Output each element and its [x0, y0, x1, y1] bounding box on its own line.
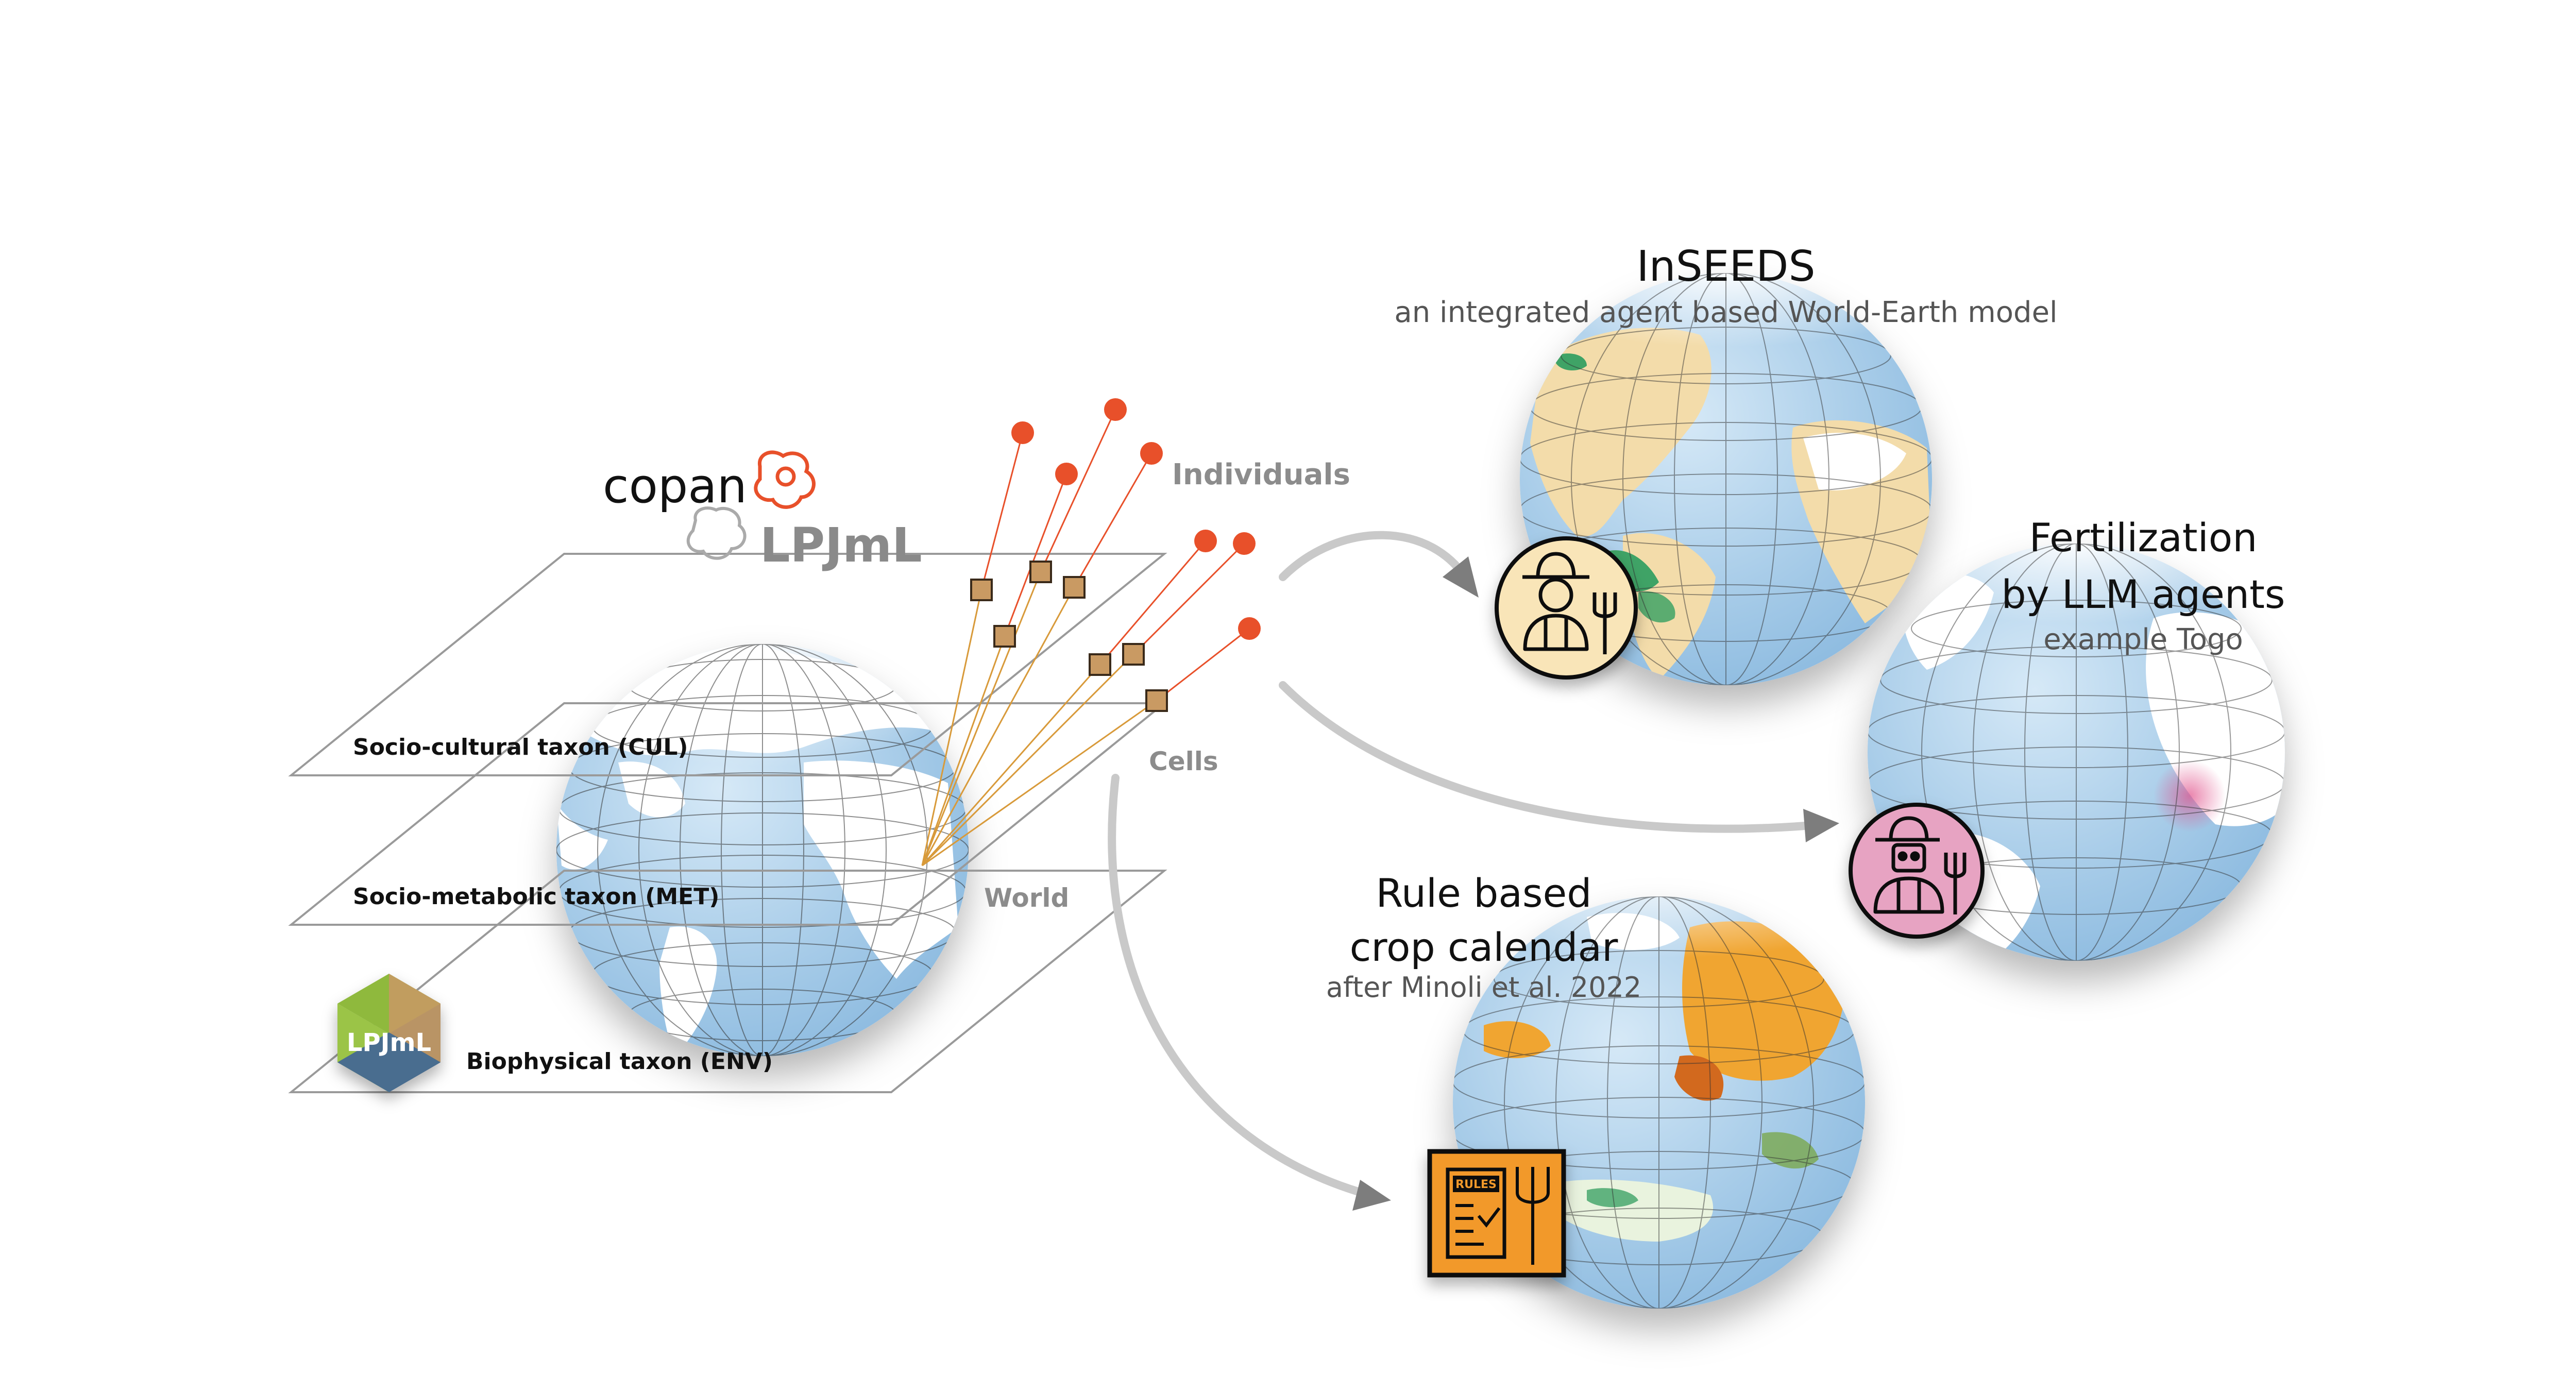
cell-square — [1029, 561, 1052, 583]
fertilization-title-line1: Fertilization — [2029, 515, 2258, 561]
individual-dot — [1233, 532, 1256, 555]
lpjml-cube-logo: LPJmL — [337, 974, 440, 1092]
plane-env — [288, 870, 1167, 1093]
inseeds-title: InSEEDS — [1636, 242, 1815, 291]
label-world: World — [984, 883, 1069, 913]
lpjml-text-logo: LPJmL — [686, 506, 922, 573]
fertilization-subtitle: example Togo — [2043, 623, 2243, 656]
label-cells: Cells — [1149, 747, 1218, 776]
cell-square — [1145, 689, 1168, 712]
arrow-to-inseeds — [1279, 531, 1472, 586]
togo-highlight — [2154, 760, 2226, 832]
connection-lines — [921, 409, 1250, 867]
arrow-heads — [1352, 556, 1839, 1211]
copan-logo: copan — [603, 450, 816, 514]
rules-fork-icon: RULES — [1427, 1149, 1566, 1278]
individual-dot — [1194, 530, 1217, 552]
individual-dot — [1238, 617, 1261, 640]
layer-label-env: Biophysical taxon (ENV) — [466, 1048, 773, 1075]
arrowhead-inseeds — [1443, 556, 1479, 598]
rules-title-line2: crop calendar — [1350, 924, 1618, 970]
flow-arrows — [1108, 531, 1828, 1199]
individual-dot — [1011, 421, 1034, 444]
cell-square — [1122, 643, 1145, 666]
arrowhead-fertilization — [1803, 809, 1839, 842]
layer-label-met: Socio-metabolic taxon (MET) — [353, 884, 719, 910]
individual-dot — [1140, 442, 1163, 465]
arrow-to-fertilization — [1279, 681, 1828, 833]
inseeds-globe-land — [1520, 273, 1932, 685]
arrowhead-rules — [1352, 1180, 1391, 1211]
individual-dot — [1104, 398, 1127, 421]
brand-copan: copan — [603, 459, 747, 514]
fertilization-title-line2: by LLM agents — [2002, 571, 2285, 617]
arrow-to-rules — [1108, 774, 1375, 1199]
cell-square — [1063, 576, 1086, 599]
individuals — [1011, 398, 1261, 640]
rules-icon-text: RULES — [1455, 1178, 1497, 1191]
farmer-icon — [1495, 536, 1638, 680]
cell-square — [1089, 653, 1111, 676]
rules-subtitle: after Minoli et al. 2022 — [1326, 971, 1641, 1004]
inseeds-subtitle: an integrated agent based World-Earth mo… — [1394, 296, 2057, 329]
layer-label-cul: Socio-cultural taxon (CUL) — [353, 734, 688, 760]
brand-lpjml: LPJmL — [760, 518, 922, 573]
badge-lpjml-text: LPJmL — [347, 1028, 431, 1057]
robot-farmer-icon — [1849, 803, 1985, 939]
cell-square — [993, 625, 1016, 648]
cell-square — [970, 579, 993, 601]
rules-title-line1: Rule based — [1376, 870, 1591, 916]
individual-dot — [1055, 463, 1078, 485]
cells — [970, 561, 1168, 712]
plane-cul — [288, 553, 1167, 776]
label-individuals: Individuals — [1172, 458, 1350, 491]
